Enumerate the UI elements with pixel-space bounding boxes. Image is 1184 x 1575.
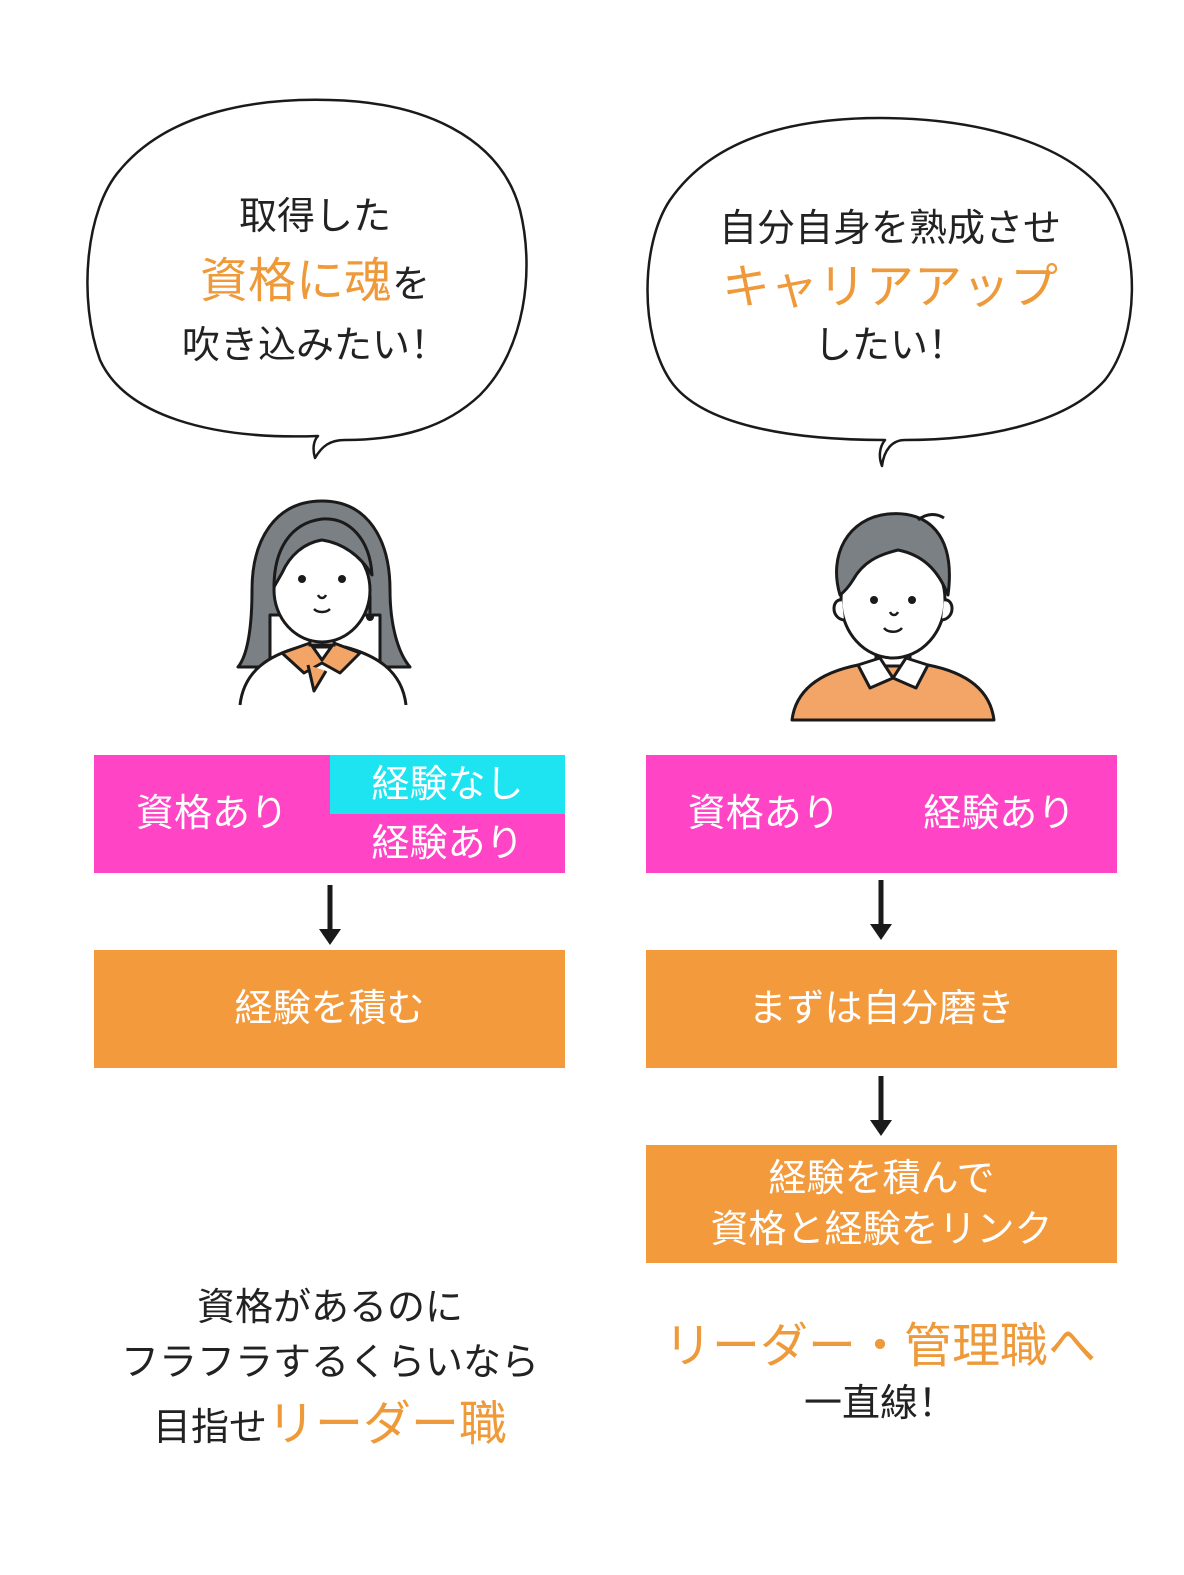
right-bubble-line1: 自分自身を熟成させ — [718, 206, 1061, 250]
left-bubble-line1: 取得した — [238, 194, 391, 238]
left-status-top-label: 経験なし — [371, 761, 524, 806]
left-bubble-line2: 資格に魂を — [130, 245, 500, 317]
left-status-main-label: 資格あり — [135, 791, 288, 836]
right-step1-label: まずは自分磨き — [748, 986, 1015, 1031]
left-summary-highlight: リーダー職 — [267, 1396, 508, 1453]
left-summary-line1: 資格があるのに — [196, 1285, 463, 1329]
left-speech-bubble — [86, 98, 528, 460]
right-summary: リーダー・管理職へ 一直線！ — [620, 1318, 1140, 1431]
left-bubble-text: 取得した 資格に魂を 吹き込みたい！ — [130, 188, 500, 374]
left-summary-line3: 目指せリーダー職 — [60, 1390, 600, 1460]
left-status-bottom-label: 経験あり — [371, 820, 524, 865]
right-bubble-text: 自分自身を熟成させ キャリアアップ したい！ — [680, 200, 1100, 374]
right-status-left-label: 資格あり — [687, 791, 840, 836]
right-speech-bubble — [646, 116, 1134, 468]
right-status-right-label: 経験あり — [923, 791, 1076, 836]
right-step2-line2: 資格と経験をリンク — [710, 1207, 1053, 1251]
right-arrow-2 — [870, 1076, 892, 1136]
right-step-link-experience: 経験を積んで 資格と経験をリンク — [646, 1145, 1117, 1263]
left-step1-label: 経験を積む — [234, 986, 425, 1031]
left-arrow-1 — [319, 885, 341, 945]
left-bubble-line3: 吹き込みたい！ — [181, 323, 448, 367]
right-status-box: 資格あり 経験あり — [646, 755, 1117, 873]
right-summary-line2: 一直線！ — [803, 1380, 956, 1425]
left-summary-line2: フラフラするくらいなら — [120, 1340, 539, 1385]
left-status-with-experience: 経験あり — [330, 814, 565, 873]
man-avatar — [790, 512, 996, 722]
woman-avatar — [236, 499, 412, 706]
right-summary-highlight: リーダー・管理職へ — [663, 1318, 1096, 1374]
left-status-no-experience: 経験なし — [330, 755, 565, 814]
right-step-self-improvement: まずは自分磨き — [646, 950, 1117, 1068]
left-bubble-highlight: 資格に魂 — [199, 253, 392, 309]
left-step-gain-experience: 経験を積む — [94, 950, 565, 1068]
left-summary: 資格があるのに フラフラするくらいなら 目指せリーダー職 — [60, 1280, 600, 1460]
right-step2-line1: 経験を積んで — [768, 1155, 995, 1200]
right-arrow-1 — [870, 880, 892, 940]
right-bubble-line3: したい！ — [813, 323, 966, 367]
left-status-main: 資格あり — [94, 755, 330, 873]
left-summary-line3-plain: 目指せ — [152, 1405, 267, 1450]
right-bubble-highlight: キャリアアップ — [721, 259, 1058, 315]
left-bubble-line2-rest: を — [392, 262, 431, 306]
